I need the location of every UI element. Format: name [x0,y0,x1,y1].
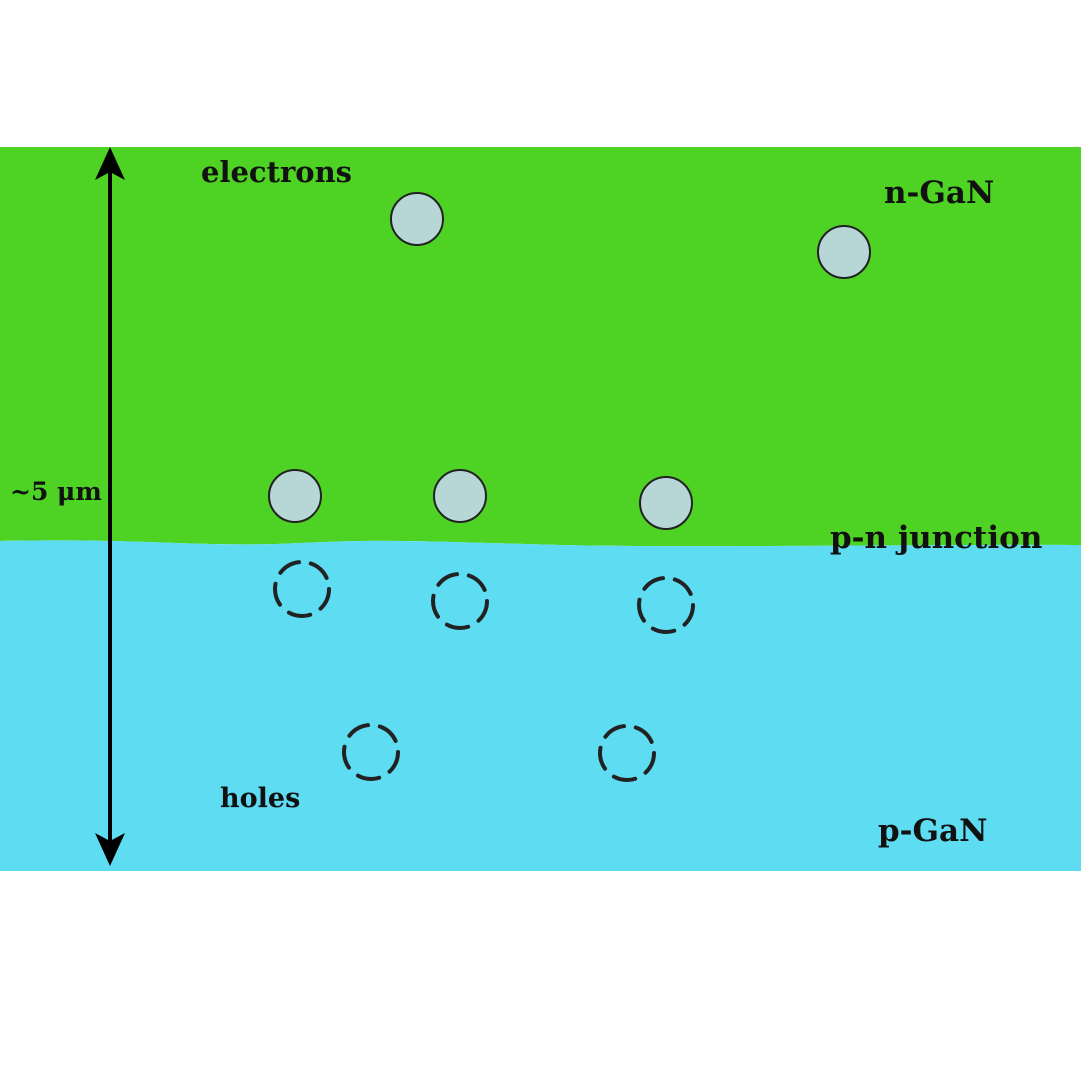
electron-icon [639,476,693,530]
thickness-label: ~5 μm [10,477,102,506]
holes-group [273,560,695,782]
arrow-down-icon [95,833,125,866]
electrons-group [268,192,871,530]
electron-icon [433,469,487,523]
n-gan-label: n-GaN [884,175,994,211]
electrons-label: electrons [201,155,352,189]
thickness-arrow [95,147,125,866]
holes-label: holes [220,783,300,814]
hole-icon [342,723,400,781]
p-gan-label: p-GaN [878,813,987,849]
electron-icon [817,225,871,279]
electron-icon [268,469,322,523]
junction-label: p-n junction [830,520,1042,556]
electron-icon [390,192,444,246]
p-gan-region [0,540,1081,871]
hole-icon [273,560,331,618]
hole-icon [637,576,695,634]
hole-icon [598,724,656,782]
arrow-up-icon [95,147,125,180]
hole-icon [431,572,489,630]
n-gan-region [0,147,1081,547]
